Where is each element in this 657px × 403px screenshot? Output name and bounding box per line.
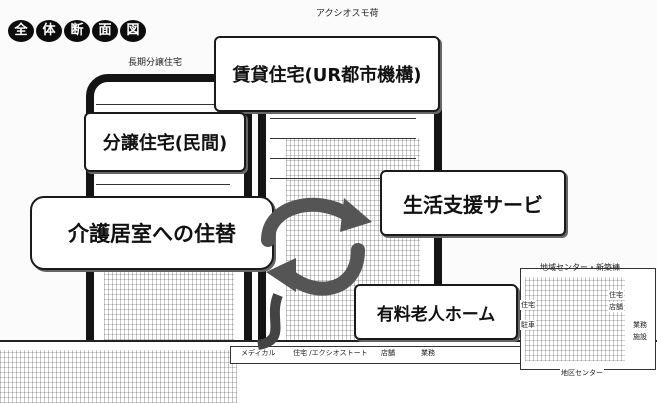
- ground-label-5: 住宅: [520, 300, 536, 310]
- condo-callout: 分譲住宅(民間): [84, 112, 246, 172]
- arrow-upper-head: [340, 198, 372, 232]
- side-label-2: 店舗: [608, 302, 624, 312]
- nursing-home-callout-text: 有料老人ホーム: [376, 304, 496, 325]
- side-label-1: 住宅: [608, 290, 624, 300]
- diagram-title: 全 体 断 面 図: [8, 20, 158, 42]
- care-move-callout: 介護居室への住替: [30, 196, 274, 270]
- ground-label-6: 駐車: [520, 320, 536, 330]
- side-label-4: 施設: [632, 332, 648, 342]
- ground-label-7: 地区センター: [560, 368, 604, 378]
- arrow-down: [256, 293, 283, 350]
- floor-lines-right: [270, 48, 416, 352]
- community-building: [520, 268, 656, 370]
- community-center-label: 地域センター・新築棟: [540, 263, 620, 272]
- circular-flow-arrows: [256, 197, 372, 350]
- ground-label-2: 住宅 /エクシオストート: [292, 348, 369, 358]
- title-char-5: 図: [120, 20, 146, 42]
- title-char-4: 面: [92, 20, 118, 42]
- arrow-lower-head: [266, 258, 296, 292]
- care-move-callout-text: 介護居室への住替: [68, 222, 236, 246]
- top-access-label: アクシオスモ荷: [316, 9, 379, 19]
- life-support-callout: 生活支援サービ: [380, 170, 566, 236]
- rental-callout-text: 賃貸住宅(UR都市機構): [232, 65, 422, 86]
- side-label-3: 業務: [632, 320, 648, 330]
- title-char-1: 全: [8, 20, 34, 42]
- life-support-callout-text: 生活支援サービ: [403, 192, 543, 217]
- nursing-home-callout: 有料老人ホーム: [354, 284, 518, 340]
- condo-callout-text: 分譲住宅(民間): [102, 133, 228, 154]
- title-char-3: 断: [64, 20, 90, 42]
- arrow-upper: [261, 197, 355, 247]
- arrow-lower: [281, 243, 365, 296]
- ground-label-3: 店舗: [380, 348, 396, 358]
- ground-label-1: メディカル: [240, 348, 277, 358]
- rental-callout: 賃貸住宅(UR都市機構): [214, 36, 440, 112]
- title-char-2: 体: [36, 20, 62, 42]
- tower-left-small-label: 長期分譲住宅: [128, 58, 183, 68]
- ground-label-4: 業務: [420, 348, 436, 358]
